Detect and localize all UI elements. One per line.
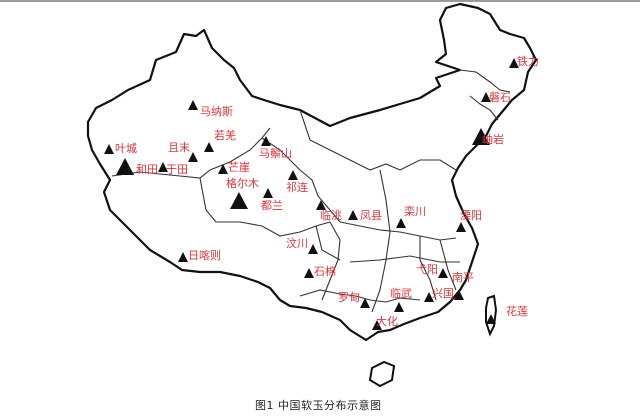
deposit-marker-icon [308, 244, 318, 254]
site-xiuyan: 岫岩 [472, 128, 504, 146]
top-border-line [0, 0, 640, 2]
site-hualian: 花莲 [486, 306, 528, 324]
deposit-marker-icon [188, 152, 198, 162]
site-mazongshan: 马鬃山 [259, 136, 292, 160]
site-label: 芒崖 [228, 161, 250, 174]
deposit-marker-icon [261, 136, 271, 146]
deposit-marker-icon [204, 142, 214, 152]
province-boundaries [111, 69, 511, 313]
site-label: 和田 [136, 163, 158, 176]
site-rikaze: 日喀则 [178, 250, 221, 262]
site-wenchuan: 汶川 [286, 238, 318, 254]
site-manasi: 马纳斯 [188, 100, 233, 118]
site-dulan: 都兰 [261, 188, 283, 212]
site-label: 花莲 [506, 305, 528, 318]
site-label: 弋阳 [416, 263, 438, 276]
site-label: 铁力 [517, 55, 539, 68]
site-nanping: 南平 [452, 272, 474, 300]
taiwan-island [485, 294, 498, 337]
deposit-marker-icon [394, 302, 404, 312]
site-qilian: 祁连 [286, 170, 308, 194]
site-label: 罗甸 [338, 291, 360, 304]
deposit-marker-icon [360, 298, 370, 308]
site-label: 凤县 [360, 209, 382, 222]
deposit-marker-icon [263, 188, 273, 198]
site-liyang: 溧阳 [456, 210, 482, 232]
national-border [86, 2, 538, 342]
site-label: 叶城 [115, 142, 137, 155]
site-label: 溧阳 [460, 209, 482, 222]
deposit-marker-icon [438, 268, 448, 278]
site-label: 且末 [168, 141, 190, 154]
site-dahua: 大化 [372, 316, 398, 330]
deposit-marker-icon [178, 252, 188, 262]
site-luanchuan: 栾川 [396, 206, 426, 228]
deposit-marker-large-icon [472, 128, 490, 145]
deposit-marker-icon [456, 222, 466, 232]
site-label: 祁连 [286, 181, 308, 194]
site-linwu: 临武 [390, 288, 412, 312]
deposit-marker-icon [509, 58, 519, 68]
site-ruoqiang: 若羌 [204, 130, 236, 152]
deposit-marker-icon [454, 290, 464, 300]
site-label: 都兰 [261, 199, 283, 212]
site-label: 马纳斯 [200, 105, 233, 118]
hainan-island [368, 360, 396, 388]
site-hetian: 和田 [116, 158, 158, 176]
deposit-marker-icon [424, 292, 434, 302]
deposit-marker-icon [304, 268, 314, 278]
site-label: 格尔木 [226, 177, 259, 190]
deposit-marker-icon [188, 100, 198, 110]
deposit-marker-icon [348, 210, 358, 220]
site-shimian: 石棉 [304, 266, 336, 278]
deposit-marker-icon [316, 200, 326, 210]
site-panshi: 磐石 [481, 92, 511, 104]
deposit-marker-icon [288, 170, 298, 180]
site-yecheng: 叶城 [104, 143, 137, 155]
site-label: 磐石 [489, 91, 511, 104]
figure-caption: 图1 中国软玉分布示意图 [255, 399, 382, 412]
site-label: 于田 [166, 163, 188, 176]
site-label: 临武 [390, 287, 412, 300]
site-label: 大化 [376, 315, 398, 328]
site-label: 岫岩 [482, 133, 504, 146]
site-qiemo: 且末 [168, 142, 198, 162]
site-mangya: 芒崖 [218, 162, 250, 174]
site-fengxian: 凤县 [348, 210, 382, 222]
site-label: 南平 [452, 271, 474, 284]
site-label: 汶川 [286, 237, 308, 250]
site-label: 日喀则 [188, 249, 221, 262]
deposit-marker-icon [372, 320, 382, 330]
deposit-marker-icon [104, 144, 114, 154]
site-label: 栾川 [404, 205, 426, 218]
site-label: 临洮 [320, 209, 342, 222]
site-label: 石棉 [314, 265, 336, 278]
site-label: 兴国 [432, 287, 454, 300]
site-label: 若羌 [214, 129, 236, 142]
deposit-marker-large-icon [230, 192, 248, 209]
deposit-marker-icon [481, 92, 491, 102]
deposit-marker-icon [486, 314, 496, 324]
site-xingguo: 兴国 [424, 288, 454, 302]
deposit-marker-icon [396, 218, 406, 228]
site-lintao: 临洮 [316, 200, 342, 222]
site-luodian: 罗甸 [338, 292, 370, 308]
site-tieli: 铁力 [509, 56, 539, 68]
site-label: 马鬃山 [259, 147, 292, 160]
site-yutian: 于田 [158, 162, 188, 176]
site-geermu: 格尔木 [226, 178, 259, 209]
deposit-marker-icon [158, 162, 168, 172]
deposit-marker-icon [218, 164, 228, 174]
site-yiyang: 弋阳 [416, 264, 448, 278]
deposit-marker-large-icon [116, 158, 134, 175]
